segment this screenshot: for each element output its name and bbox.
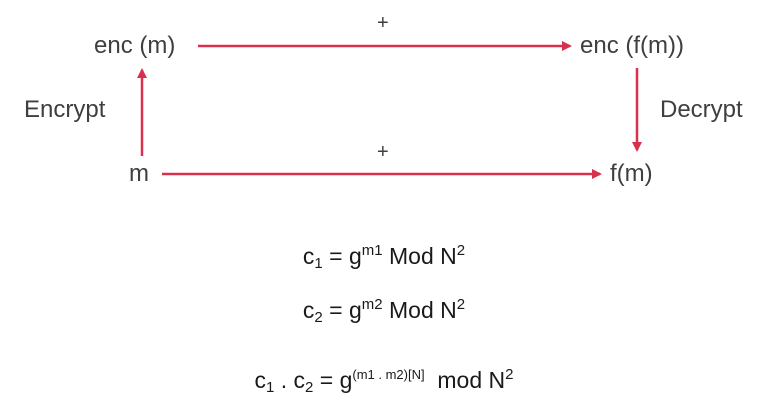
eq3-mod: mod N	[437, 367, 506, 393]
eq2-mod: Mod N	[389, 297, 457, 323]
equation-c2: c2 = gm2 Mod N2	[0, 290, 768, 333]
eq3-dot: . c	[280, 367, 306, 393]
eq2-lhs-sub: 2	[314, 309, 323, 326]
eq2-lhs: c	[302, 297, 315, 323]
eq3-lhs1-sub: 1	[266, 379, 275, 396]
eq3-mod-exponent: 2	[505, 366, 514, 383]
top-plus-label: +	[377, 12, 389, 34]
decrypt-label: Decrypt	[660, 96, 743, 123]
eq1-mod: Mod N	[389, 243, 457, 269]
node-enc-m: enc (m)	[94, 32, 176, 59]
homomorphism-diagram: enc (m) enc (f(m)) m f(m) Encrypt Decryp…	[24, 12, 743, 187]
eq2-mod-exponent: 2	[456, 296, 466, 313]
eq2-exponent: m2	[361, 296, 383, 313]
equation-c1: c1 = gm1 Mod N2	[0, 236, 768, 279]
eq3-equals: = g	[319, 367, 353, 393]
node-enc-fm: enc (f(m))	[580, 32, 684, 59]
eq1-lhs: c	[302, 243, 315, 269]
arrows-layer	[137, 41, 642, 179]
eq3-exponent: (m1 . m2)[N]	[352, 367, 425, 382]
eq1-exponent: m1	[361, 242, 383, 259]
node-fm: f(m)	[610, 160, 653, 187]
node-m: m	[129, 160, 149, 187]
bottom-plus-label: +	[377, 141, 389, 163]
eq1-mod-exponent: 2	[456, 242, 466, 259]
eq3-lhs1: c	[254, 367, 267, 393]
encrypt-label: Encrypt	[24, 96, 106, 123]
eq3-lhs2-sub: 2	[305, 379, 314, 396]
equation-product: c1 . c2 = g(m1 . m2)[N] mod N2	[0, 360, 768, 403]
eq1-lhs-sub: 1	[314, 255, 323, 272]
eq1-equals: = g	[329, 243, 362, 269]
eq2-equals: = g	[329, 297, 362, 323]
